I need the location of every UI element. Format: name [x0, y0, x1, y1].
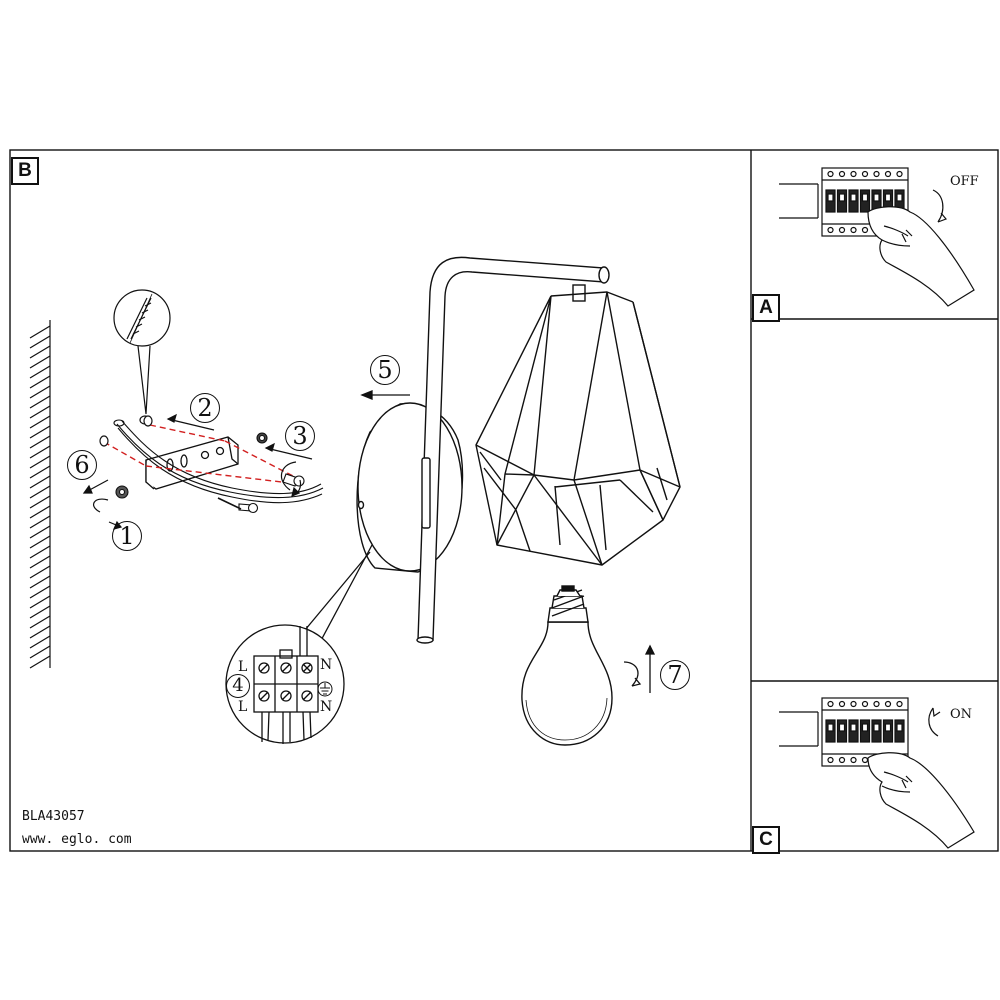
main-frame — [9, 149, 999, 852]
terminal-live-bottom: L — [238, 699, 248, 715]
step-3-label: 3 — [285, 421, 315, 451]
mounting-bracket-icon — [145, 436, 239, 490]
step-5-arrow — [360, 390, 410, 400]
switch-state-off: OFF — [950, 174, 979, 189]
drill-guide-lines — [103, 424, 294, 484]
terminal-live-top: L — [238, 659, 248, 675]
step-2-label: 2 — [190, 393, 220, 423]
panel-label-a: A — [752, 294, 780, 322]
light-bulb-icon — [521, 585, 613, 746]
wall-canopy — [356, 402, 464, 573]
hand-icon — [867, 752, 975, 849]
switch-state-on: ON — [950, 707, 973, 722]
rotate-arrow-icon — [932, 189, 948, 223]
step-4-label: 4 — [226, 674, 250, 698]
terminal-block-icon — [225, 544, 373, 744]
terminal-neutral-top: N — [320, 657, 333, 673]
panel-label-b: B — [11, 157, 39, 185]
lampshade-cage-icon — [475, 291, 681, 566]
wall-holes — [99, 415, 153, 447]
rotate-arrow-icon — [623, 644, 656, 693]
model-number: BLA43057 — [22, 809, 85, 824]
terminal-neutral-bottom: N — [320, 699, 333, 715]
step-5-label: 5 — [370, 355, 400, 385]
step-6-label: 6 — [67, 450, 97, 480]
step-1-label: 1 — [112, 521, 142, 551]
wall-plug-icon — [113, 289, 171, 425]
panel-label-c: C — [752, 826, 780, 854]
wall-hatch-icon — [29, 320, 51, 669]
step-7-label: 7 — [660, 660, 690, 690]
website-link: www. eglo. com — [22, 832, 132, 847]
hand-icon — [867, 206, 975, 307]
rotate-arrow-icon — [928, 707, 941, 737]
screw-icon — [115, 432, 305, 514]
earth-symbol-icon — [317, 681, 333, 697]
